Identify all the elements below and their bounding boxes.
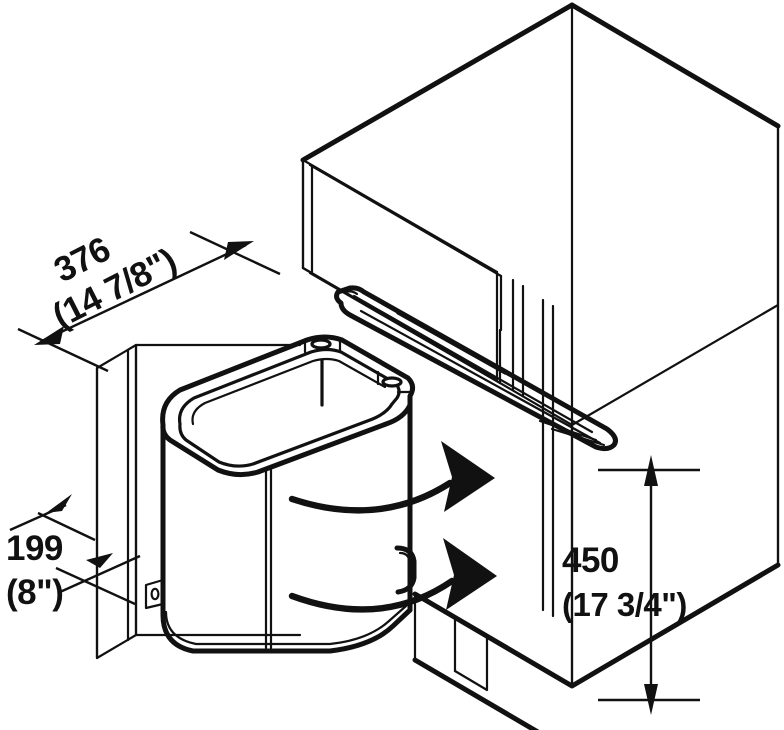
panel-metric-value: 199 bbox=[6, 529, 63, 568]
depth-arrow-right bbox=[224, 241, 254, 260]
swing-arrow-lower-head bbox=[443, 538, 497, 610]
depth-arrow-left bbox=[34, 326, 64, 345]
panel-arrow-lower bbox=[86, 553, 113, 568]
rim-mount-hole-right bbox=[381, 376, 403, 388]
swing-arrow-lower bbox=[288, 538, 497, 613]
bin-bracket-hole bbox=[150, 587, 160, 601]
height-arrow-top bbox=[644, 455, 658, 486]
cabinet-carcass bbox=[300, 2, 781, 730]
swing-arrow-upper-head bbox=[441, 441, 495, 512]
swing-arrow-upper bbox=[288, 441, 495, 514]
lid-lifter-arm bbox=[334, 285, 618, 452]
dimension-depth bbox=[17, 230, 281, 373]
height-imperial-value: (17 3/4") bbox=[562, 586, 687, 623]
height-metric-value: 450 bbox=[562, 541, 619, 580]
dimension-label-height: 450 (17 3/4") bbox=[562, 541, 687, 623]
waste-bin bbox=[144, 334, 417, 654]
dimension-height bbox=[598, 455, 700, 715]
rim-mount-hole-left bbox=[310, 338, 332, 350]
panel-imperial-value: (8") bbox=[6, 573, 63, 612]
height-arrow-bottom bbox=[644, 684, 658, 715]
dimension-label-panel: 199 (8") bbox=[6, 529, 64, 612]
dimension-panel bbox=[9, 494, 141, 606]
panel-arrow-upper bbox=[46, 494, 72, 513]
